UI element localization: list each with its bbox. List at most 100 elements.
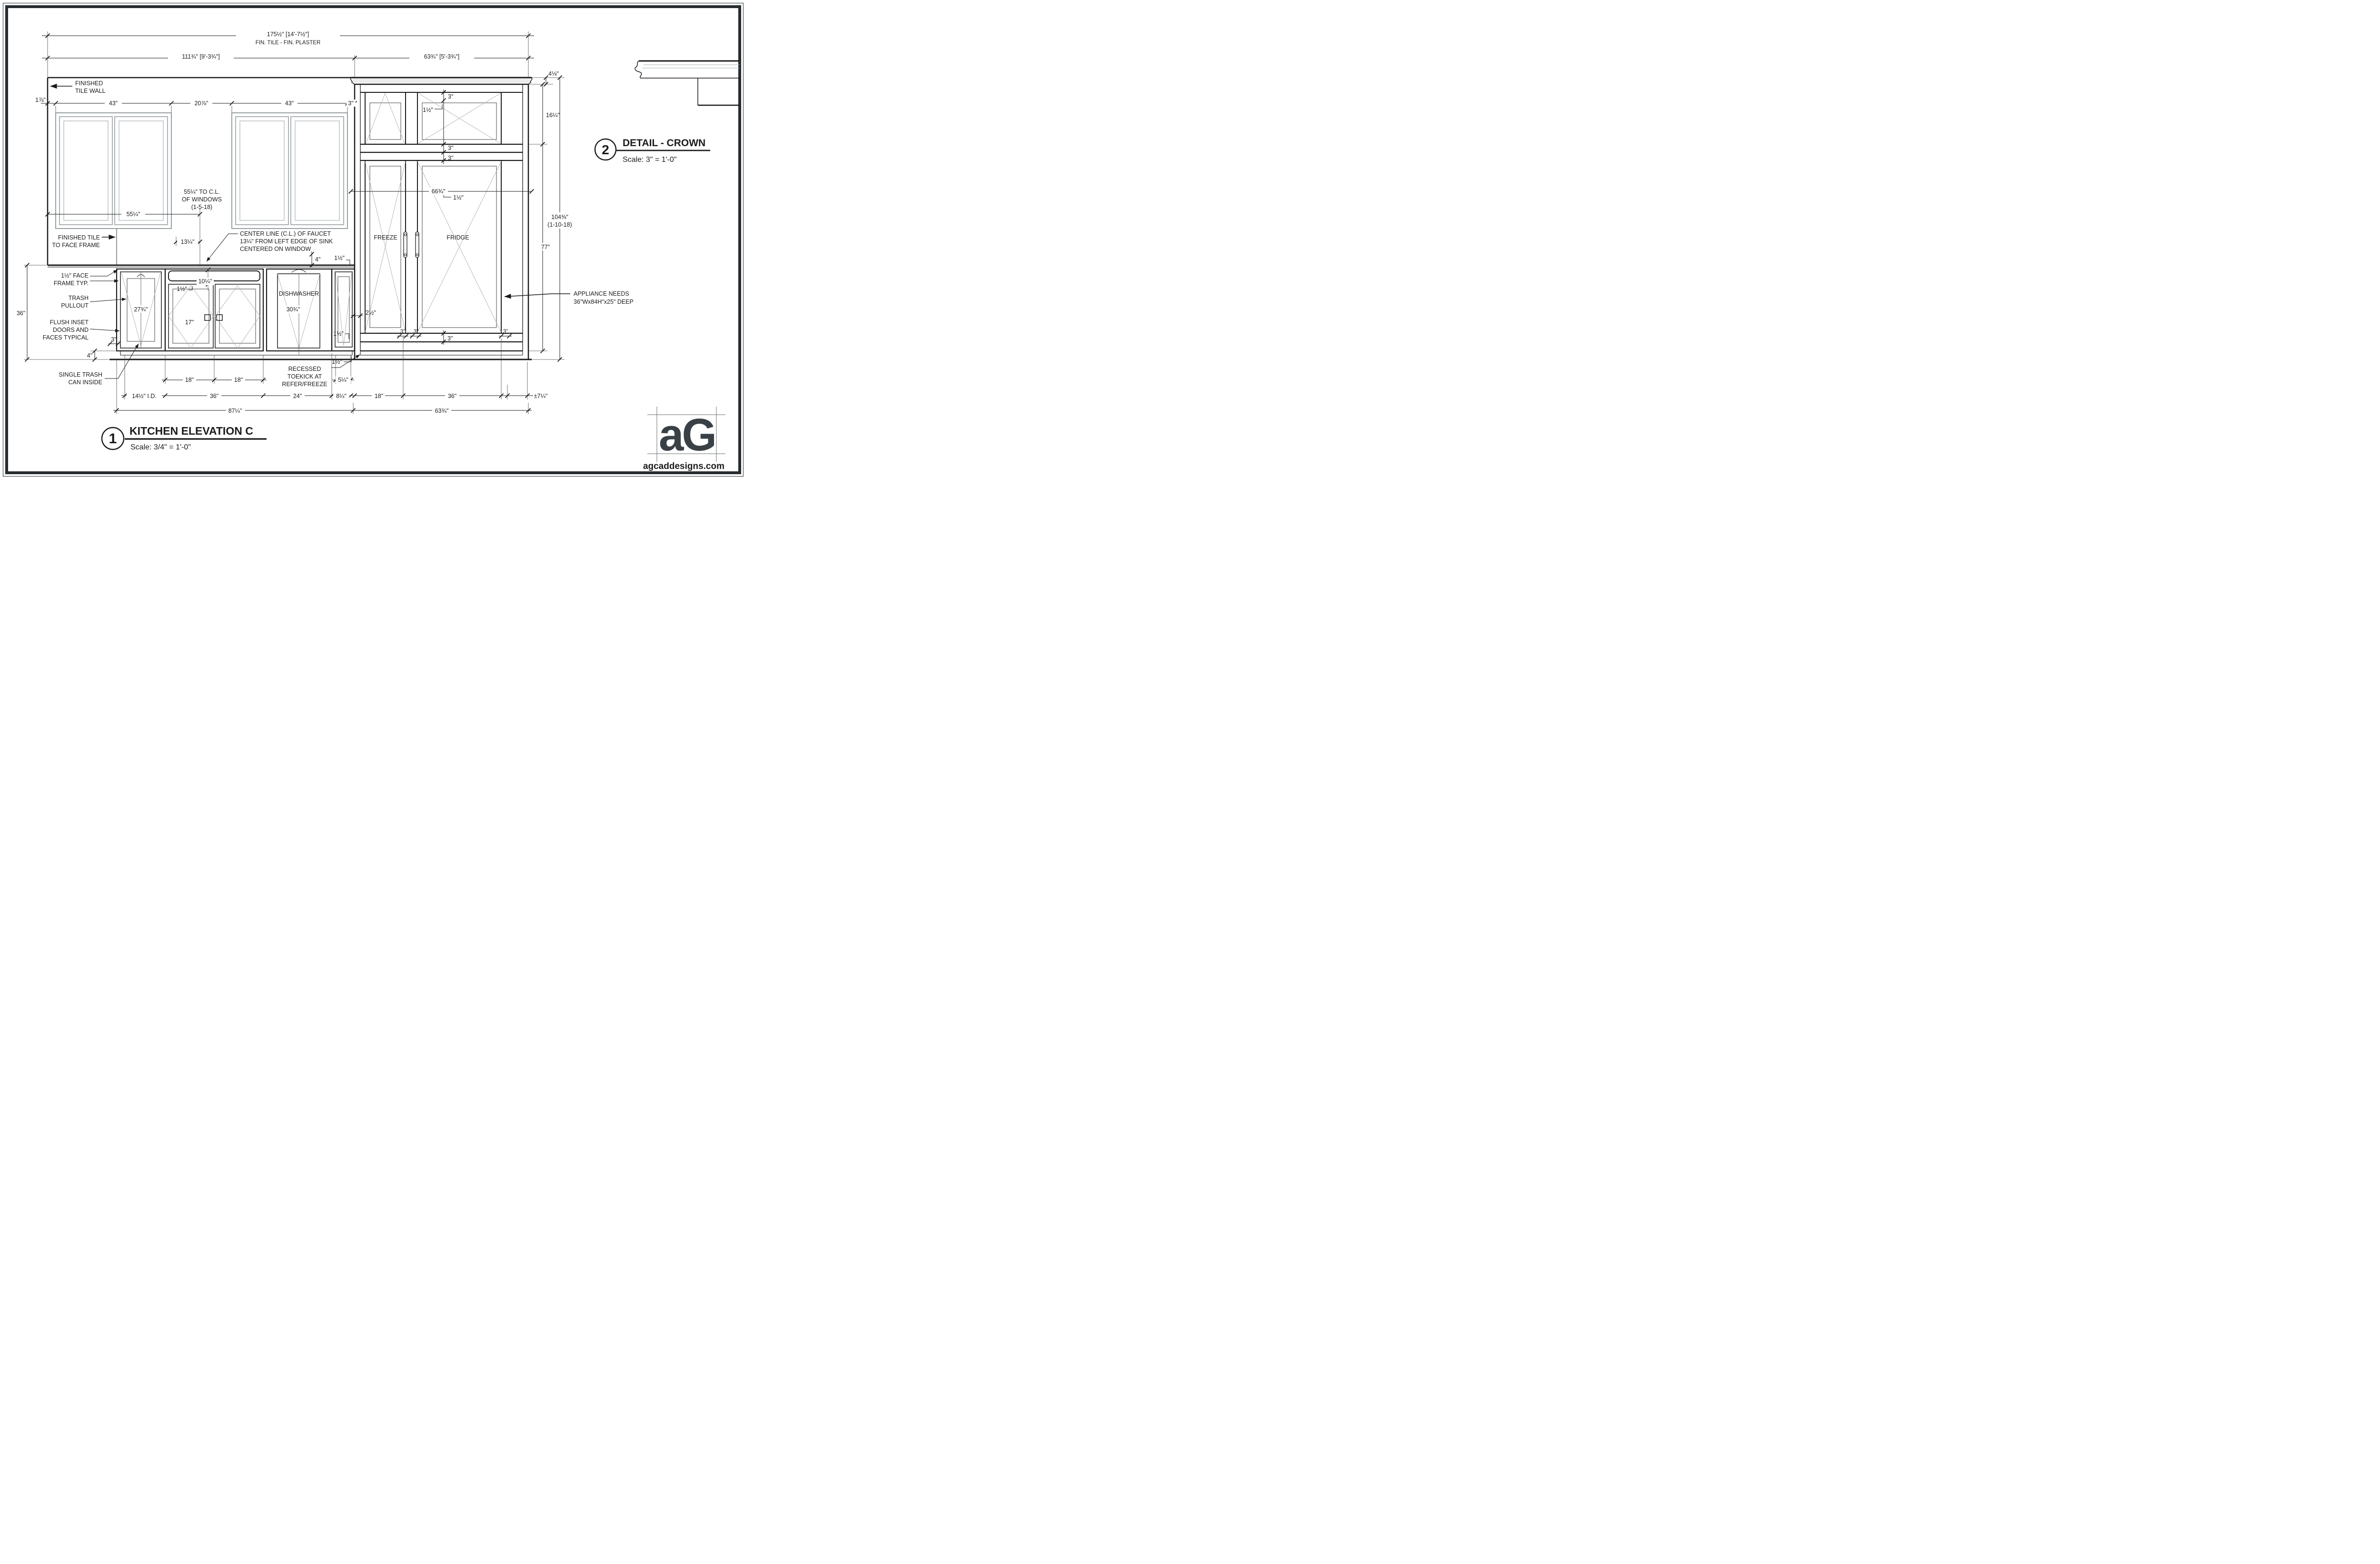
dim-bottom-stile-m: 3" [414, 329, 418, 335]
dim-overall-sub: FIN. TILE - FIN. PLASTER [256, 40, 321, 46]
note-recessed-1: RECESSED [288, 366, 321, 372]
dim-row-18: 18" [375, 393, 383, 399]
dim-right-section: 63¾" [5'-3¾"] [424, 53, 460, 60]
dim-sink-reveal: 1½" [177, 286, 187, 292]
elevation-scale: Scale: 3/4" = 1'-0" [130, 443, 191, 451]
dim-base-total: 87¼" [228, 408, 242, 414]
dim-row-7: ±7¼" [534, 393, 548, 399]
detail-callout-number: 2 [602, 142, 609, 157]
elevation-drawing: 175½" [14'-7½"] FIN. TILE - FIN. PLASTER… [17, 30, 634, 414]
dim-upper-height: 16¼" [546, 112, 560, 119]
dim-base-height: 36" [17, 310, 25, 317]
detail-title: DETAIL - CROWN [623, 138, 705, 149]
detail-title-block: 2 DETAIL - CROWN Scale: 3" = 1'-0" [594, 138, 710, 164]
label-trash-2: PULLOUT [61, 302, 89, 309]
logo-website[interactable]: agcaddesigns.com [643, 461, 724, 471]
dim-trash-stile: 3" [111, 336, 116, 343]
note-recessed-3: REFER/FREEZE [282, 381, 327, 388]
note-cl-windows-3: (1-5-18) [191, 204, 212, 210]
dim-row-id: 14½" I.D. [132, 393, 157, 399]
sheet-border [2, 2, 744, 477]
note-recessed-2: TOEKICK AT [288, 373, 322, 380]
note-faucet-3: CENTERED ON WINDOW [240, 246, 311, 252]
wall-cabinet-left [55, 112, 172, 229]
dim-stile2: 1½" [453, 194, 464, 201]
dim-total-height-date: (1-10-18) [547, 221, 572, 228]
label-finished-tile-wall-2: TILE WALL [75, 88, 105, 94]
elevation-callout-circle [101, 427, 125, 450]
note-faucet-2: 13¼" FROM LEFT EDGE OF SINK [240, 238, 333, 245]
fridge-handles [403, 231, 419, 258]
label-freeze: FREEZE [374, 234, 397, 241]
dim-faucet-offset: 13¼" [181, 239, 195, 245]
dim-row-24: 24" [293, 393, 302, 399]
dim-counter-reveal: 1½" [334, 255, 345, 261]
dim-window: 20⅞" [195, 100, 208, 107]
label-single-trash-1: SINGLE TRASH [59, 371, 102, 378]
dim-sink-doors: 17" [185, 319, 194, 326]
annotation-text: 175½" [14'-7½"] FIN. TILE - FIN. PLASTER… [17, 31, 634, 414]
dim-toekick-right: 18" [234, 377, 243, 383]
dim-bottom-rail: 3" [447, 335, 453, 342]
note-cl-windows-1: 55¼" TO C.L. [184, 189, 220, 195]
elevation-title-block: 1 KITCHEN ELEVATION C Scale: 3/4" = 1'-0… [101, 425, 267, 451]
dim-row-36b: 36" [448, 393, 456, 399]
dim-panel-reveal: 2½" [366, 309, 376, 316]
dim-stile: 1½" [423, 107, 433, 113]
dim-dishwasher: 30¾" [287, 306, 300, 313]
label-flush-1: FLUSH INSET [50, 319, 89, 326]
dim-toekick-tall: 5¼" [338, 377, 348, 383]
dim-trash-width: 27¾" [134, 306, 148, 313]
dim-panel-bottom: 1½" [333, 330, 344, 337]
tile-wall-outline [47, 77, 351, 265]
label-appliance-2: 36"Wx84H"x25" DEEP [574, 299, 634, 305]
label-finished-tile-face-2: TO FACE FRAME [52, 242, 100, 249]
text-backers [105, 30, 574, 414]
wall-cabinet-right [231, 112, 348, 229]
label-flush-2: DOORS AND [53, 327, 89, 333]
leader-lines [50, 83, 570, 379]
dim-row-8: 8¼" [336, 393, 347, 399]
dim-rail-b: 3" [448, 145, 453, 151]
dim-backsplash: 4" [315, 256, 320, 263]
note-cl-windows-2: OF WINDOWS [182, 196, 222, 203]
label-dishwasher: DISHWASHER [279, 290, 319, 297]
dim-bottom-stile-r: 3" [503, 329, 508, 335]
label-finished-tile-wall-1: FINISHED [75, 80, 103, 87]
label-face-frame-2: FRAME TYP. [54, 280, 89, 287]
dim-sink-front: 10¼" [198, 278, 212, 285]
dim-cab-left: 43" [109, 100, 118, 107]
label-trash-1: TRASH [69, 295, 89, 301]
label-finished-tile-face-1: FINISHED TILE [58, 234, 100, 241]
label-face-frame-1: 1½" FACE [61, 272, 89, 279]
detail-scale: Scale: 3" = 1'-0" [623, 156, 677, 164]
dim-lower-height: 77" [541, 244, 550, 250]
label-single-trash-2: CAN INSIDE [68, 379, 102, 386]
dim-toekick-reveal: 1½" [332, 359, 342, 365]
dim-filler: 3" [348, 100, 353, 107]
dim-left-section: 111¾" [9'-3¾"] [182, 53, 220, 60]
elevation-callout-number: 1 [109, 431, 117, 447]
dim-to-cl: 55¼" [127, 211, 140, 218]
drawing-sheet: 175½" [14'-7½"] FIN. TILE - FIN. PLASTER… [0, 0, 746, 479]
label-appliance-1: APPLIANCE NEEDS [574, 290, 629, 297]
elevation-title: KITCHEN ELEVATION C [129, 425, 253, 437]
note-faucet-1: CENTER LINE (C.L.) OF FAUCET [240, 230, 331, 237]
dim-total-height: 104⅜" [551, 214, 568, 220]
dim-rail-c: 3" [448, 155, 453, 161]
logo-block: aG agcaddesigns.com [643, 407, 725, 471]
logo-mark: aG [659, 409, 715, 460]
dim-rail-a: 3" [448, 93, 453, 100]
dim-bottom-stile-l: 3" [400, 329, 405, 335]
dim-tall-total: 63¾" [435, 408, 449, 414]
dim-toekick-left: 18" [185, 377, 194, 383]
label-fridge: FRIDGE [446, 234, 469, 241]
dim-crown-width: 66¾" [432, 188, 446, 195]
crown-detail-drawing [635, 60, 740, 106]
base-cabinets [116, 268, 356, 356]
dim-cab-right: 43" [285, 100, 294, 107]
dim-toekick-height: 4" [87, 352, 92, 359]
countertop [48, 264, 355, 268]
dim-crown-height: 4⅛" [548, 70, 559, 77]
tall-cabinet [350, 77, 533, 359]
